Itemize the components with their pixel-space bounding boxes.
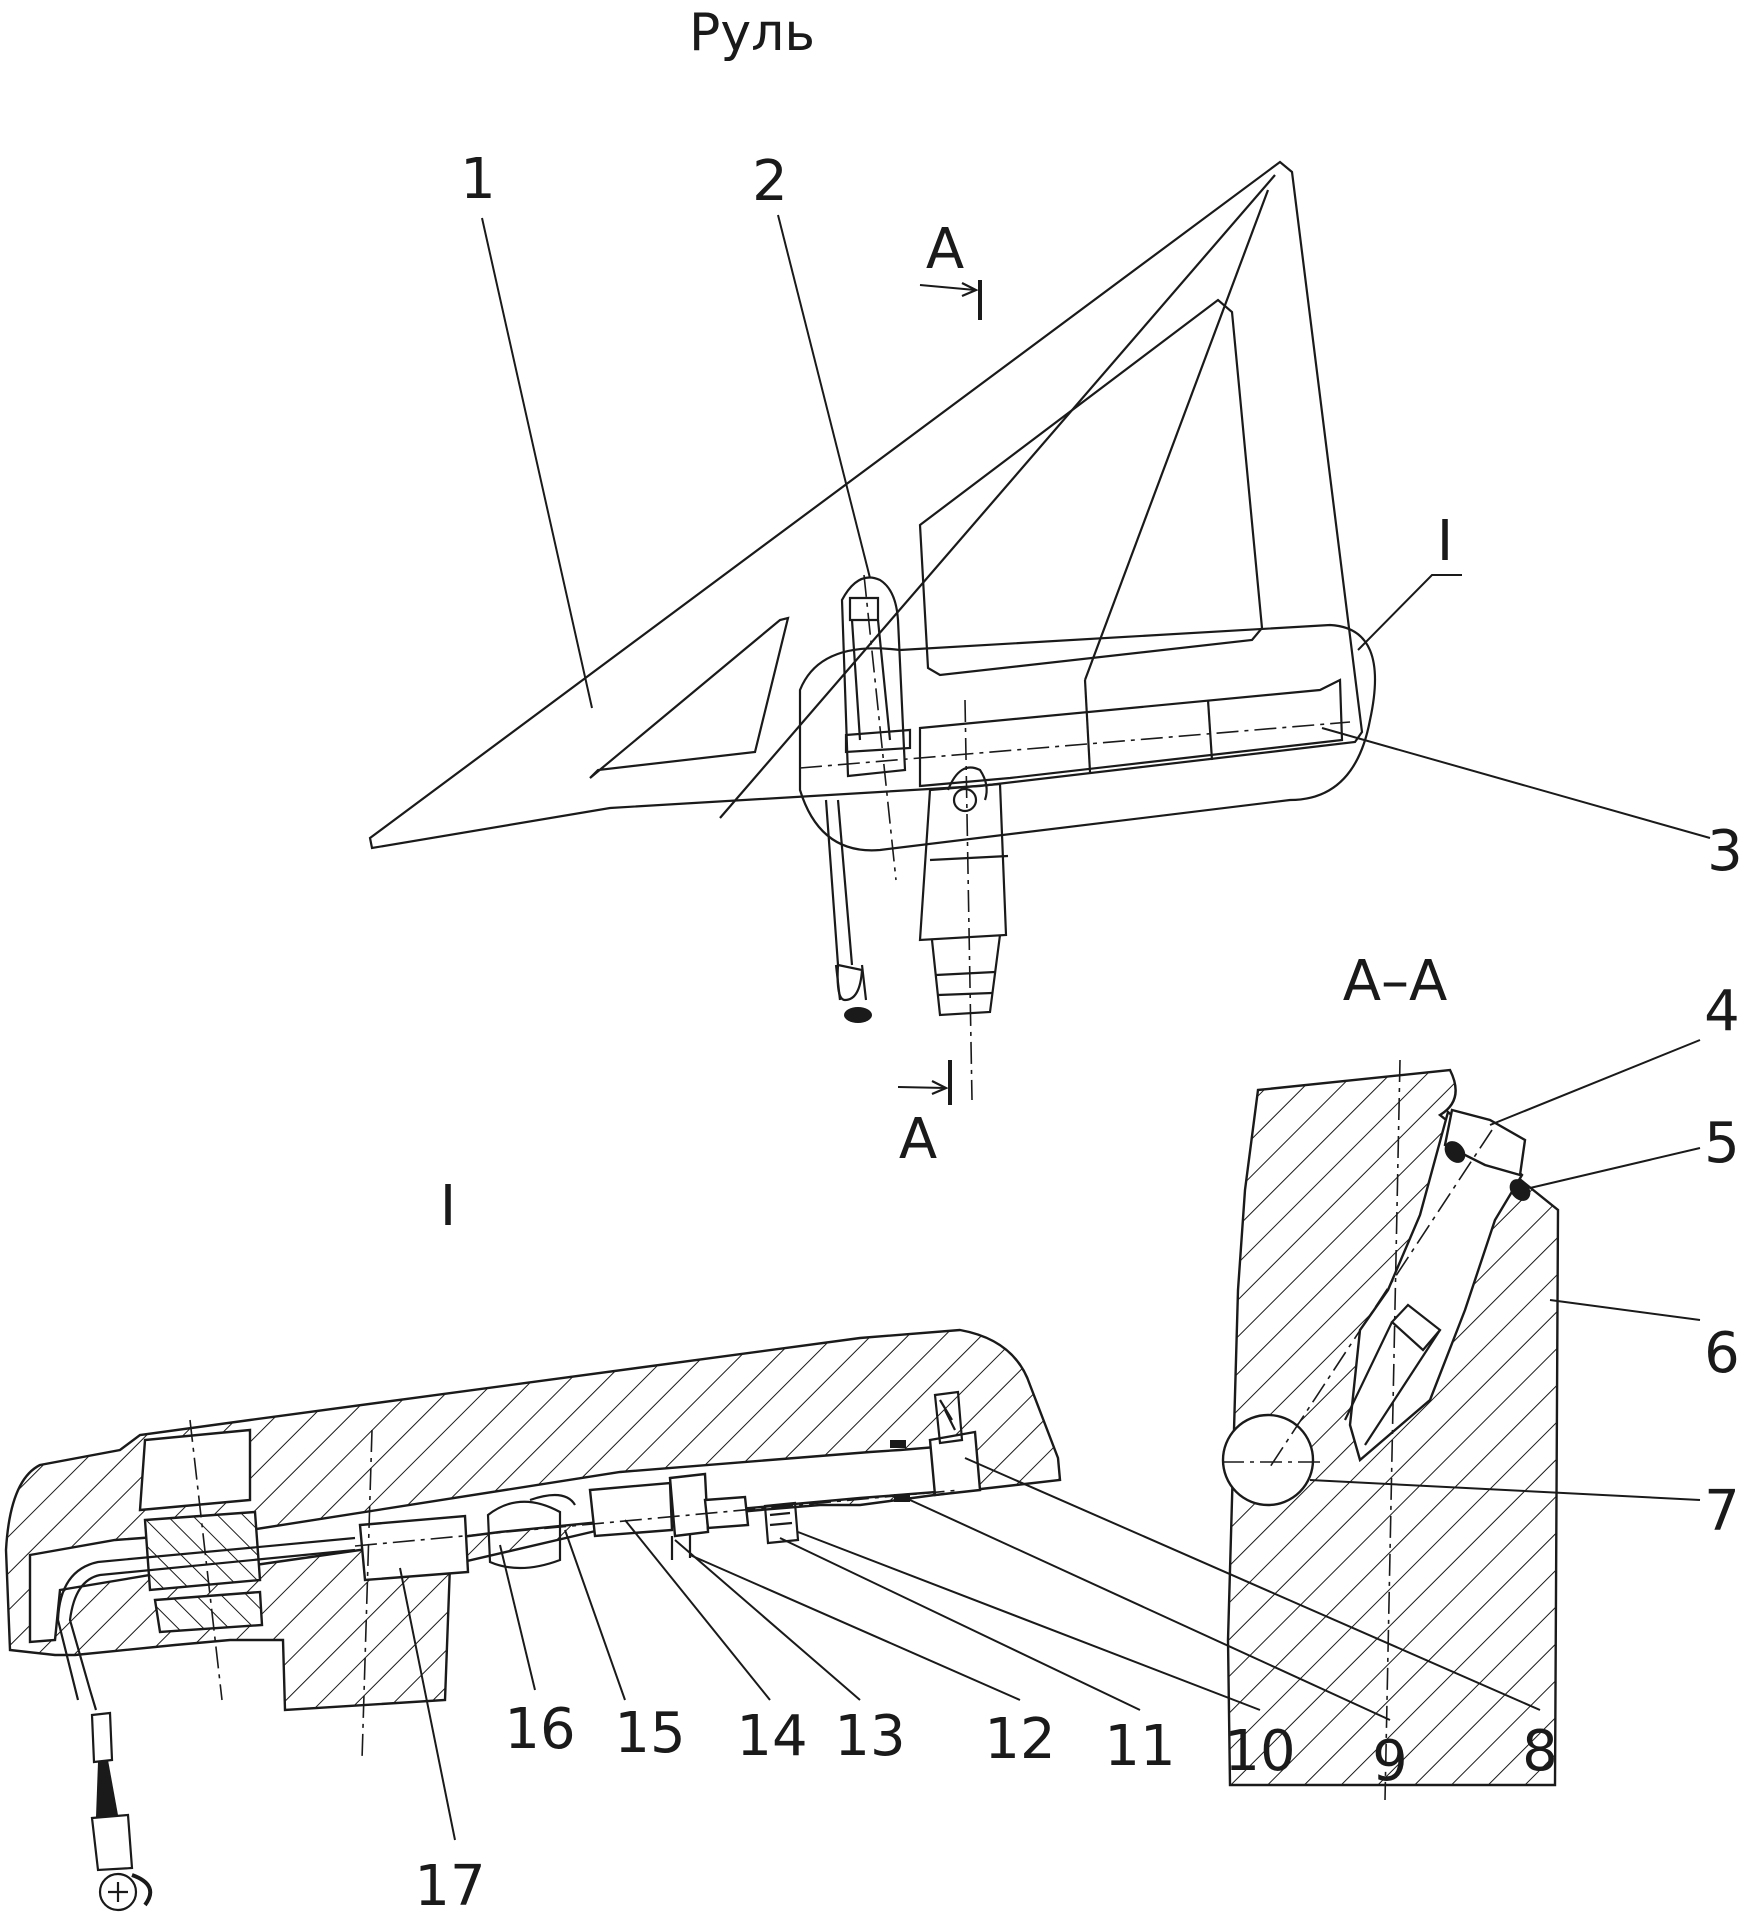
part-15-label: 15 bbox=[614, 1701, 685, 1766]
drawing-title: Руль bbox=[689, 3, 815, 63]
part-3-label: 3 bbox=[1707, 819, 1743, 884]
section-a-a: A–A 4 5 6 7 bbox=[1221, 949, 1740, 1801]
part-16-label: 16 bbox=[504, 1697, 575, 1762]
section-mark-top: A bbox=[926, 217, 964, 282]
part-13-label: 13 bbox=[834, 1704, 905, 1769]
part-17-label: 17 bbox=[414, 1854, 485, 1919]
part-14-label: 14 bbox=[736, 1704, 807, 1769]
section-mark-bottom: A bbox=[899, 1107, 937, 1172]
part-6-label: 6 bbox=[1704, 1321, 1740, 1386]
part-9-label: 9 bbox=[1372, 1729, 1408, 1794]
section-title: A–A bbox=[1343, 949, 1448, 1014]
detail-title: I bbox=[440, 1174, 457, 1239]
part-10-label: 10 bbox=[1224, 1719, 1295, 1784]
detail-callout-circle bbox=[798, 623, 1377, 852]
rudder-view: I A A 1 2 3 bbox=[368, 147, 1743, 1172]
part-11-label: 11 bbox=[1104, 1714, 1175, 1779]
part-4-label: 4 bbox=[1704, 979, 1740, 1044]
part-7-label: 7 bbox=[1704, 1479, 1740, 1544]
part-5-label: 5 bbox=[1704, 1111, 1740, 1176]
detail-i: I bbox=[4, 1174, 1558, 1919]
detail-marker-label: I bbox=[1437, 509, 1454, 574]
part-1-label: 1 bbox=[460, 147, 496, 212]
part-12-label: 12 bbox=[984, 1707, 1055, 1772]
part-2-label: 2 bbox=[752, 149, 788, 214]
part-8-label: 8 bbox=[1522, 1719, 1558, 1784]
